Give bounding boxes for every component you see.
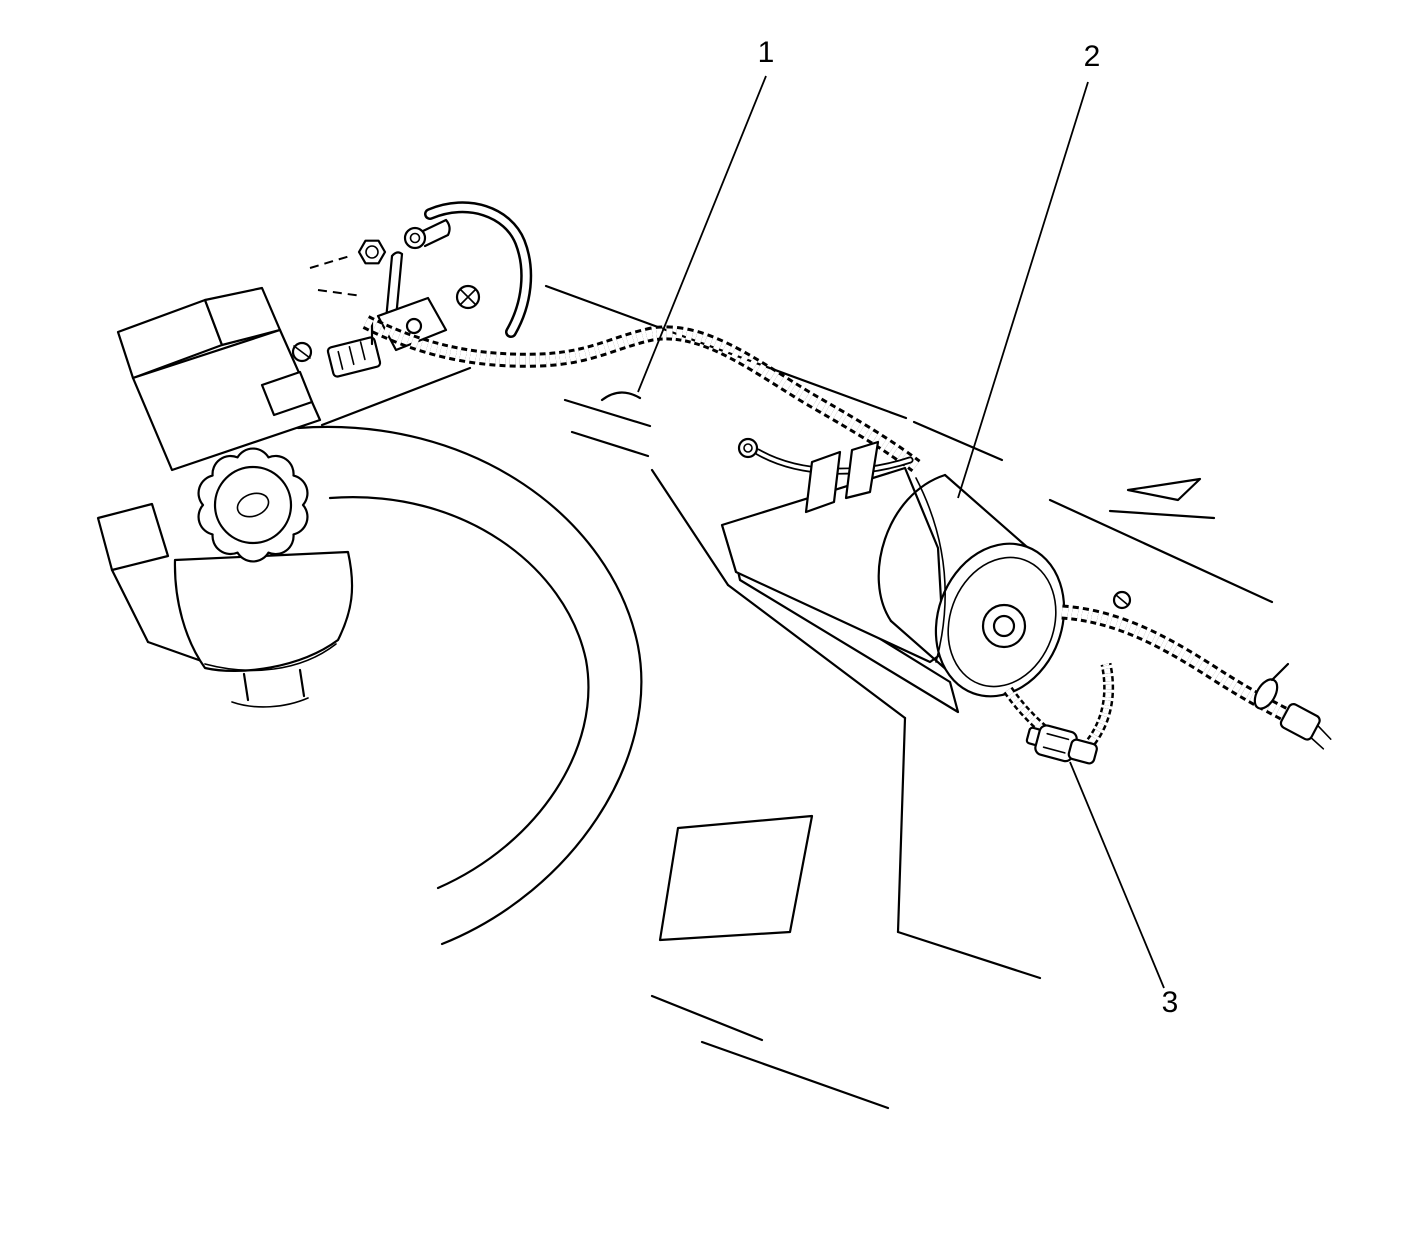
reservoir-bottom-seam [204,643,337,672]
wiring-harness [366,322,916,471]
fastener-group [309,218,481,352]
harness-screw-slot [1115,594,1129,606]
leader-line-3 [1069,761,1165,989]
cowl-edge-3 [896,716,907,934]
fastener-leader-dash-1 [309,255,351,269]
left-body-tab [96,502,170,572]
ring-terminal-eye [743,443,753,453]
cap-scalloped-edge [197,447,309,563]
cylinder-face-rim [947,556,1057,688]
left-bracket-assembly [96,286,382,666]
panel-chevron [1126,477,1202,502]
callout-label-3: 3 [1162,986,1179,1019]
hex-nut-center [365,245,379,259]
stud-shank [421,218,451,248]
cylinder-hub-inner [992,614,1016,638]
fender-arch-inner [328,496,590,890]
actuator-cylinder [877,473,1066,698]
fender-arch-outer [296,425,643,946]
cylinder-top-edge [943,473,1029,549]
bracket-flange [721,524,737,573]
clamp-hole [405,317,423,335]
fender-arch [296,425,643,946]
lower-panel-line-1 [650,994,764,1042]
electrical-connector [1025,724,1098,765]
harness-clip [1253,678,1279,710]
screw-cross-slot [460,289,476,305]
connector-plug [1067,738,1098,765]
panel-line-right [1108,509,1216,520]
cylinder-back-edge [877,473,947,623]
bracket-bolt-slot [293,345,311,359]
mount-strap [384,251,404,322]
bracket-hole [260,370,314,417]
cowl-crease-2 [570,430,650,458]
cowl-crease-1 [563,398,652,428]
callouts: 1 2 3 [637,36,1179,1019]
reservoir-base [231,697,309,708]
cap-center [236,492,270,518]
cap-inner-ring [213,465,293,545]
bracket-tab-2 [844,440,880,500]
reservoir-cap [197,447,309,563]
leader-line-1 [637,75,767,393]
panel-edge-top-right [912,420,1004,462]
cylinder-strap [915,477,946,663]
end-fitting-stub [1310,724,1332,750]
bracket-plate-3 [131,328,322,472]
harness-clip-tail [1270,662,1290,682]
harness-target-mark [600,391,642,402]
stud-washer [403,226,427,250]
harness-connector-block [326,336,382,378]
reservoir-legs [242,668,306,702]
connector-ribs [1042,732,1070,754]
right-harness [1062,590,1332,750]
callout-label-1: 1 [758,36,775,69]
callout-label-2: 2 [1084,40,1101,73]
leader-line-2 [957,81,1089,499]
hex-nut [357,239,387,265]
end-fitting-body [1279,703,1321,741]
fastener-leader-dash-2 [317,289,363,297]
stud-center [409,232,421,244]
brake-pipe [430,207,526,332]
ring-terminal [737,437,759,459]
panel-edge-left [320,366,472,427]
actuator-assembly [720,440,1066,714]
left-body-line-1 [110,568,150,644]
cowl-edge-4 [896,930,1042,980]
lower-panel-line-2 [700,1040,890,1110]
lower-access-panel [658,814,814,942]
brake-reservoir [173,447,354,708]
cowl-edge-1 [650,468,730,587]
panel-edge-right [1048,498,1274,604]
connector-pigtail [1008,664,1109,765]
bracket-tab-1 [804,450,842,514]
reservoir-body [173,550,354,673]
body-panel-lines [320,284,1274,1110]
cowl-edge-2 [726,583,907,720]
harness-end-fitting [1279,703,1332,750]
